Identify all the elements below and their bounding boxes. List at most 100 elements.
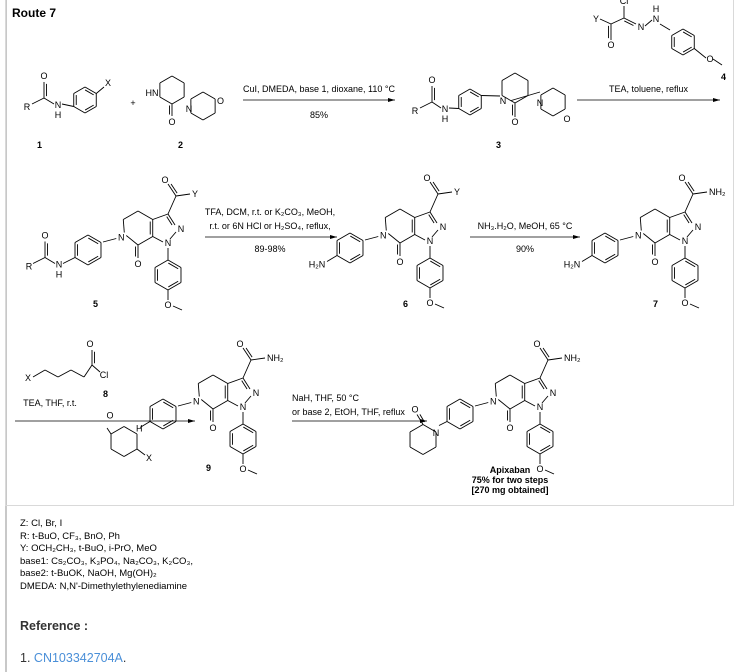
bond	[460, 419, 471, 427]
step1-yield: 85%	[309, 110, 328, 120]
legend-line: R: t-BuO, CF₃, BnO, Ph	[20, 530, 120, 542]
bond	[212, 400, 228, 410]
bond	[170, 183, 178, 194]
bond	[501, 95, 516, 104]
bond	[149, 398, 164, 407]
compound-6-label: 6	[403, 299, 409, 309]
bond	[540, 87, 554, 96]
bond	[169, 231, 177, 240]
bond	[682, 46, 692, 53]
atom-label: HN	[146, 88, 159, 98]
bond	[87, 234, 102, 243]
bond	[44, 369, 59, 378]
bond	[242, 347, 252, 361]
bond	[227, 377, 244, 384]
bond	[683, 214, 690, 224]
bond	[669, 211, 686, 218]
step6-conditions-1: NaH, THF, 50 °C	[292, 393, 359, 403]
atom-label: Y	[454, 187, 460, 197]
atom-label: N	[178, 224, 185, 234]
bond	[149, 421, 164, 430]
bond	[202, 112, 216, 121]
atom-label: N	[440, 222, 447, 232]
bond	[469, 88, 482, 96]
bond	[229, 423, 244, 432]
atom-label: O	[563, 114, 570, 124]
atom-label: +	[130, 98, 135, 108]
bond	[430, 278, 441, 286]
bond	[387, 233, 401, 244]
bond	[163, 401, 174, 409]
step1-conditions: CuI, DMEDA, base 1, dioxane, 110 °C	[243, 84, 396, 94]
bond	[137, 236, 153, 246]
bond	[684, 181, 694, 195]
bond	[364, 236, 379, 241]
bond	[123, 426, 138, 435]
bond	[605, 253, 616, 261]
bond	[416, 257, 431, 266]
bond	[474, 402, 489, 407]
bond	[349, 232, 364, 241]
bond	[139, 421, 151, 428]
step4-conditions: NH₃.H₂O, MeOH, 65 °C	[477, 221, 573, 231]
bond	[429, 257, 444, 266]
bond	[73, 86, 86, 94]
bond	[639, 217, 642, 231]
compound-8-label: 8	[103, 389, 109, 399]
bond	[671, 280, 686, 289]
step4-yield: 90%	[515, 244, 534, 254]
bond	[682, 48, 695, 56]
bond	[524, 400, 536, 407]
atom-label: O	[40, 71, 47, 81]
bond	[654, 234, 670, 244]
bond	[384, 217, 387, 231]
atom-label: O	[134, 259, 141, 269]
atom-label: H₂N	[564, 260, 581, 270]
bond	[540, 108, 554, 117]
bond	[84, 104, 94, 111]
bond	[166, 216, 173, 226]
bond	[154, 282, 169, 291]
bond	[171, 75, 185, 84]
atom-label: O	[161, 175, 168, 185]
bond	[95, 86, 105, 94]
bond	[242, 446, 257, 455]
bond	[430, 260, 441, 268]
step6-conditions-2: or base 2, EtOH, THF, reflux	[292, 407, 405, 417]
bond	[167, 259, 182, 268]
atom-label: N	[537, 98, 544, 108]
bond	[542, 347, 550, 358]
bond	[83, 364, 93, 378]
bond	[591, 255, 606, 264]
reference-link[interactable]: CN103342704A	[33, 651, 123, 665]
legend-line: Z: Cl, Br, I	[20, 518, 63, 529]
bond	[604, 232, 619, 241]
bond	[74, 257, 89, 266]
bond	[110, 448, 125, 457]
bond	[671, 257, 686, 266]
atom-label: O	[678, 173, 685, 183]
atom-label: H	[55, 110, 62, 120]
bond	[494, 383, 497, 397]
step3-conditions-1: TFA, DCM, r.t. or K₂CO₃, MeOH,	[204, 207, 336, 217]
step5-conditions: TEA, THF, r.t.	[23, 398, 77, 408]
atom-label: O	[533, 339, 540, 349]
bond	[57, 369, 72, 378]
bond	[693, 48, 707, 59]
atom-label: N	[500, 96, 507, 106]
bond	[481, 95, 501, 97]
bond	[684, 257, 699, 266]
reference-heading: Reference :	[20, 619, 89, 633]
bond	[350, 253, 361, 261]
bond	[61, 103, 74, 107]
bond	[44, 257, 56, 264]
bond	[539, 347, 549, 361]
bond	[152, 236, 164, 243]
bond	[177, 402, 192, 407]
compound-9-label: 9	[206, 463, 212, 473]
